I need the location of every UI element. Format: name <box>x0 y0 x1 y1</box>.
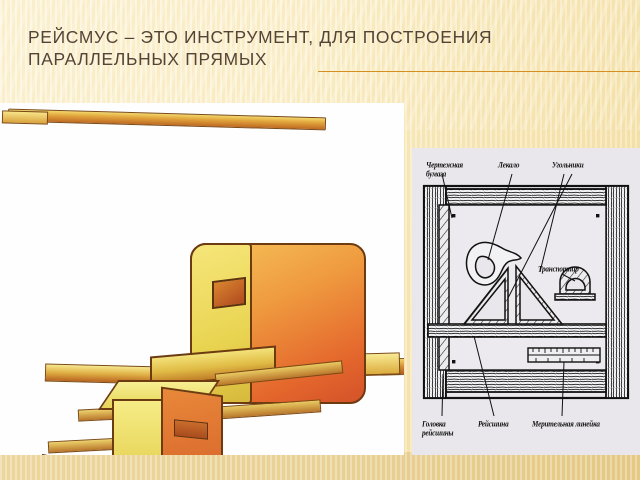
label-drawing-paper: Чертежная бумага <box>426 161 463 180</box>
label-protractor: Транспортир <box>538 265 579 274</box>
label-tsquare-head: Головка рейсшины <box>422 420 454 439</box>
gauge-beam-top-tip <box>1 110 49 125</box>
label-measuring-ruler: Мерительная линейка <box>532 420 600 429</box>
gauge2-block-left <box>112 399 166 455</box>
label-set-squares: Угольники <box>552 161 584 170</box>
gauge-beam-top <box>7 108 327 131</box>
label-french-curve: Лекало <box>498 161 520 170</box>
marking-gauge-illustrations <box>0 103 404 455</box>
drawing-board-figure <box>422 173 630 417</box>
label-tsquare-blade: Рейсшина <box>478 420 509 429</box>
gauge2-block-slot <box>174 419 208 440</box>
title-underline-rule <box>318 71 640 72</box>
title-block: Рейсмус – это инструмент, для построения… <box>0 26 640 72</box>
bottom-accent-band <box>0 452 640 480</box>
page-title: Рейсмус – это инструмент, для построения… <box>28 27 493 69</box>
gauge-body-slot <box>212 276 246 310</box>
drawing-board-diagram: Чертежная бумага Лекало Угольники Трансп… <box>412 148 640 455</box>
